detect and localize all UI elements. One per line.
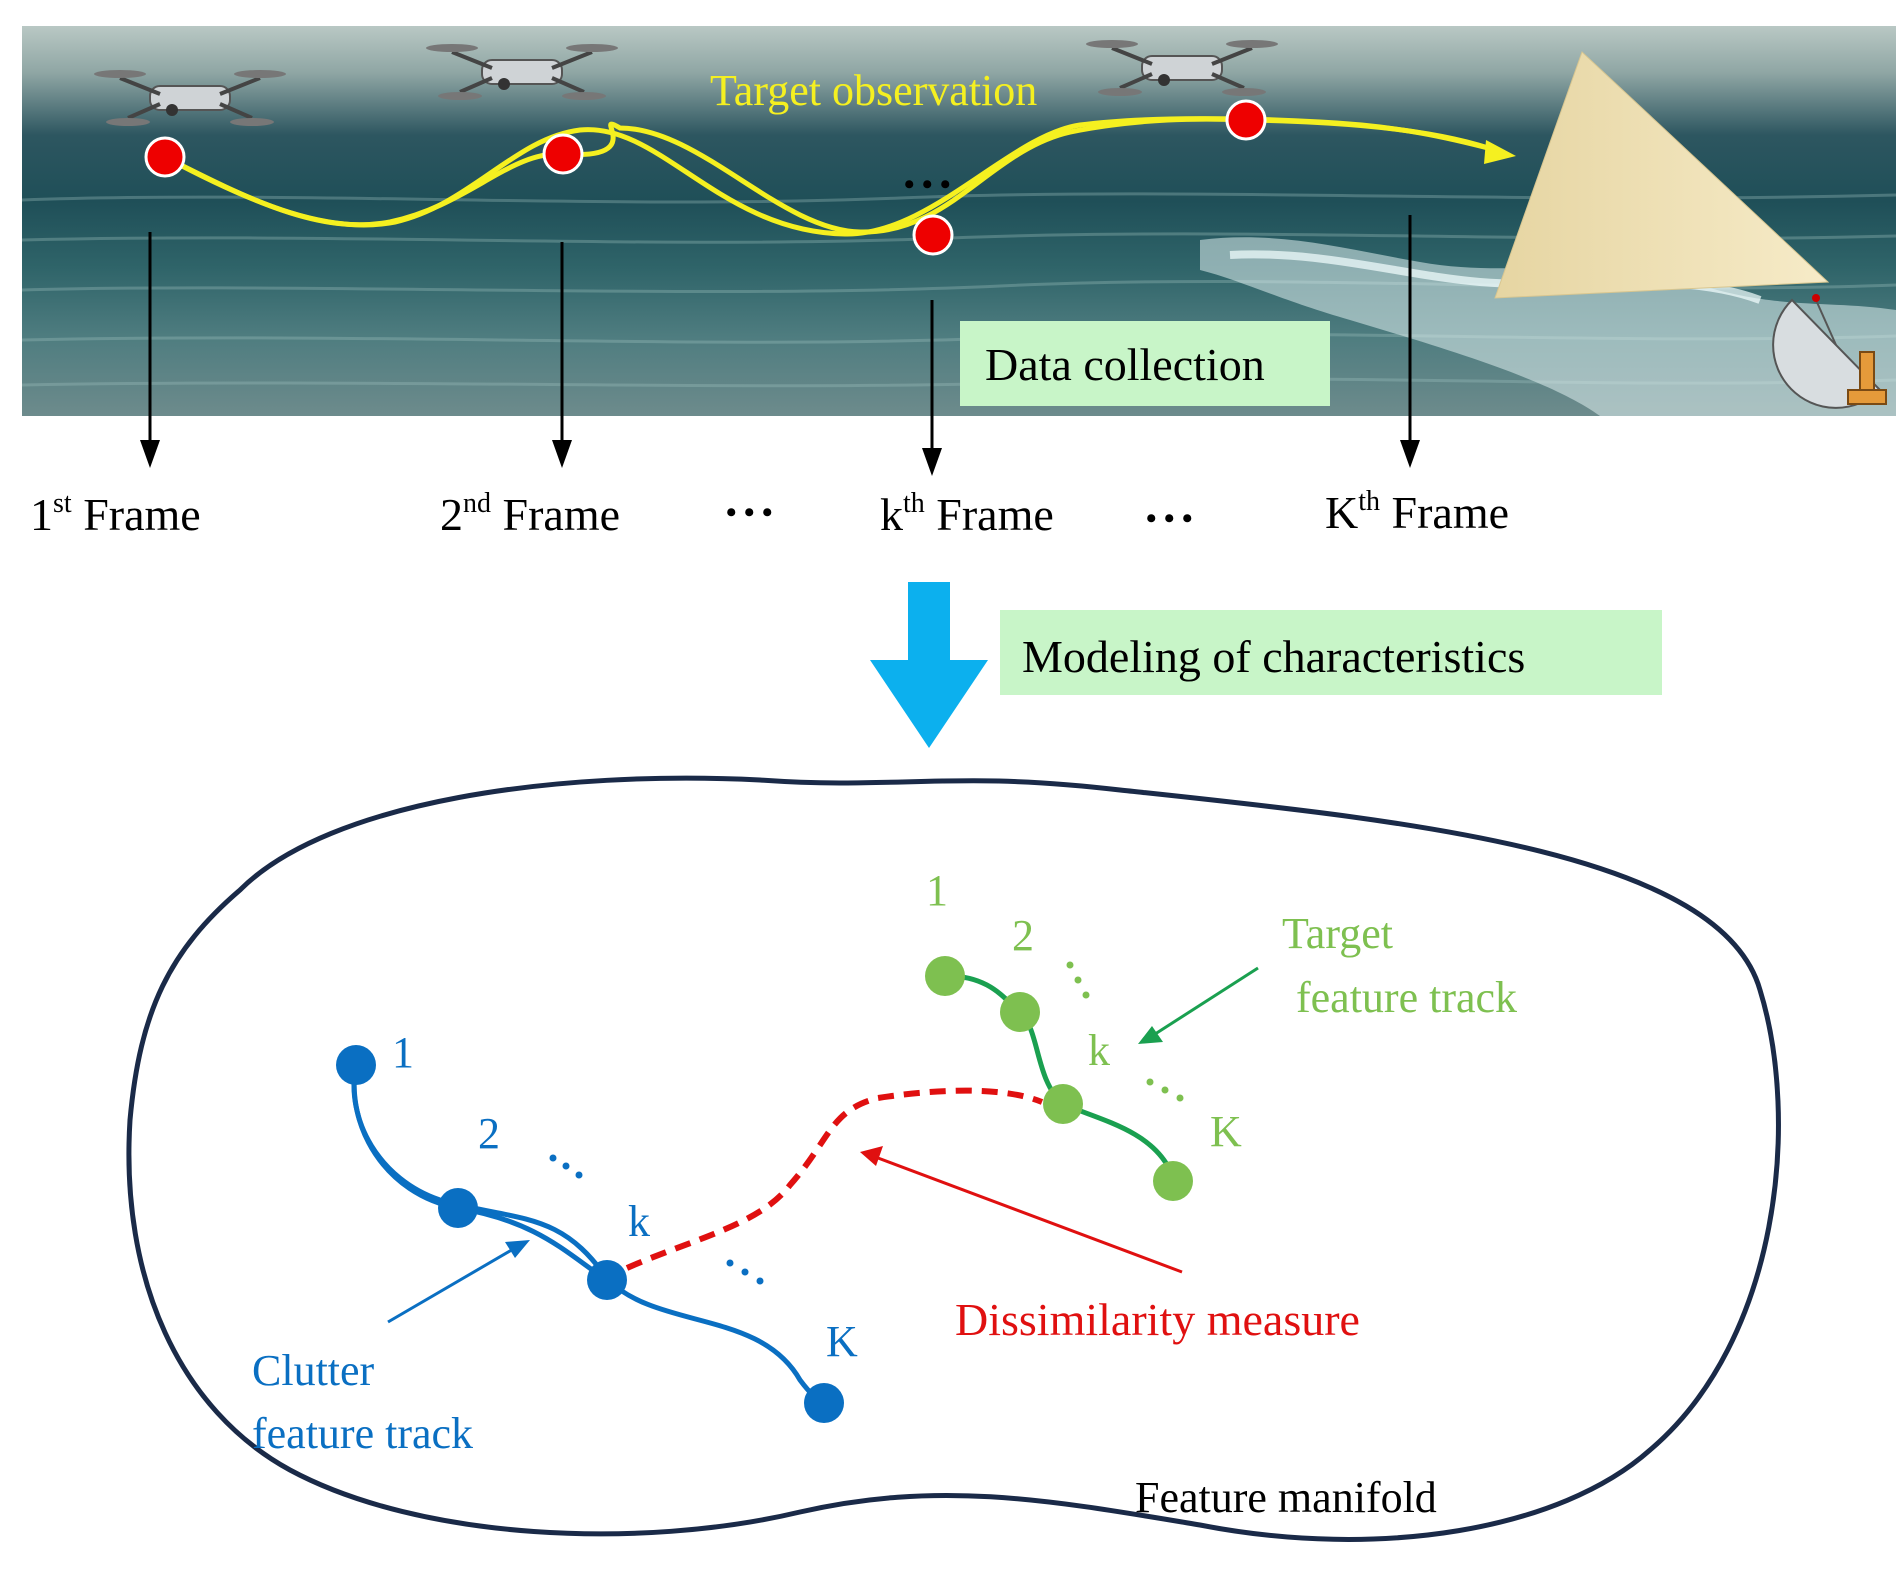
clutter-index-K: K: [826, 1317, 858, 1366]
frame-ellipsis-2: • • •: [1146, 502, 1193, 535]
target-index-1: 1: [926, 866, 948, 915]
data-collection-label: Data collection: [985, 339, 1265, 390]
clutter-label-line2: feature track: [252, 1409, 473, 1458]
frame-arrowheads: [140, 440, 1420, 476]
frame-label-1: 1st Frame: [30, 488, 201, 540]
clutter-point-2: [438, 1188, 478, 1228]
frame-label-K: Kth Frame: [1325, 486, 1509, 538]
frame-ellipsis-1: • • •: [726, 496, 773, 529]
clutter-feature-track: [351, 1064, 826, 1406]
clutter-point-K: [804, 1383, 844, 1423]
photo-ellipsis: • • •: [904, 168, 951, 201]
drone-icon: [426, 44, 618, 100]
target-ellipsis-1: [1066, 961, 1090, 999]
observation-point: [1225, 99, 1267, 141]
observation-point: [912, 214, 954, 256]
feature-manifold-outline: [126, 775, 1781, 1542]
target-index-2: 2: [1012, 911, 1034, 960]
drone-icon: [94, 70, 286, 126]
dissimilarity-label: Dissimilarity measure: [955, 1294, 1360, 1345]
clutter-point-1: [336, 1045, 376, 1085]
clutter-index-2: 2: [478, 1109, 500, 1158]
target-point-2: [1000, 992, 1040, 1032]
dissimilarity-link: [625, 1087, 1044, 1271]
target-point-1: [925, 956, 965, 996]
target-label-line1: Target: [1282, 909, 1393, 958]
frame-label-2: 2nd Frame: [440, 488, 620, 540]
target-feature-track: [944, 973, 1173, 1172]
frame-arrows: [148, 215, 1412, 466]
clutter-point-k: [587, 1260, 627, 1300]
observation-point: [542, 133, 584, 175]
target-pointer-arrow: [1151, 966, 1259, 1038]
clutter-pointer-arrow: [387, 1246, 516, 1324]
target-pyramid-icon: [1494, 51, 1830, 299]
data-collection-box: [960, 321, 1330, 406]
clutter-index-1: 1: [392, 1028, 414, 1077]
trajectory-arrowhead: [1484, 140, 1516, 164]
clutter-ellipsis-2: [726, 1259, 764, 1285]
drone-icon: [1086, 40, 1278, 96]
dissimilarity-pointer-arrow: [877, 1156, 1183, 1274]
target-point-k: [1043, 1084, 1083, 1124]
frame-label-k: kth Frame: [880, 488, 1054, 540]
target-observation-label: Target observation: [710, 66, 1037, 115]
modeling-box: [1000, 610, 1662, 695]
observation-point: [144, 136, 186, 178]
clutter-label-line1: Clutter: [252, 1346, 375, 1395]
radar-dish-icon: [1772, 294, 1887, 409]
clutter-ellipsis-1: [549, 1154, 583, 1179]
target-index-k: k: [1088, 1026, 1110, 1075]
breaking-wave-foam: [1200, 237, 1896, 416]
target-point-K: [1153, 1161, 1193, 1201]
modeling-label: Modeling of characteristics: [1022, 631, 1525, 682]
modeling-down-arrow: [870, 582, 988, 748]
clutter-index-k: k: [628, 1197, 650, 1246]
target-index-K: K: [1210, 1107, 1242, 1156]
feature-manifold-label: Feature manifold: [1135, 1473, 1437, 1522]
target-label-line2: feature track: [1296, 973, 1517, 1022]
target-ellipsis-2: [1146, 1078, 1184, 1102]
